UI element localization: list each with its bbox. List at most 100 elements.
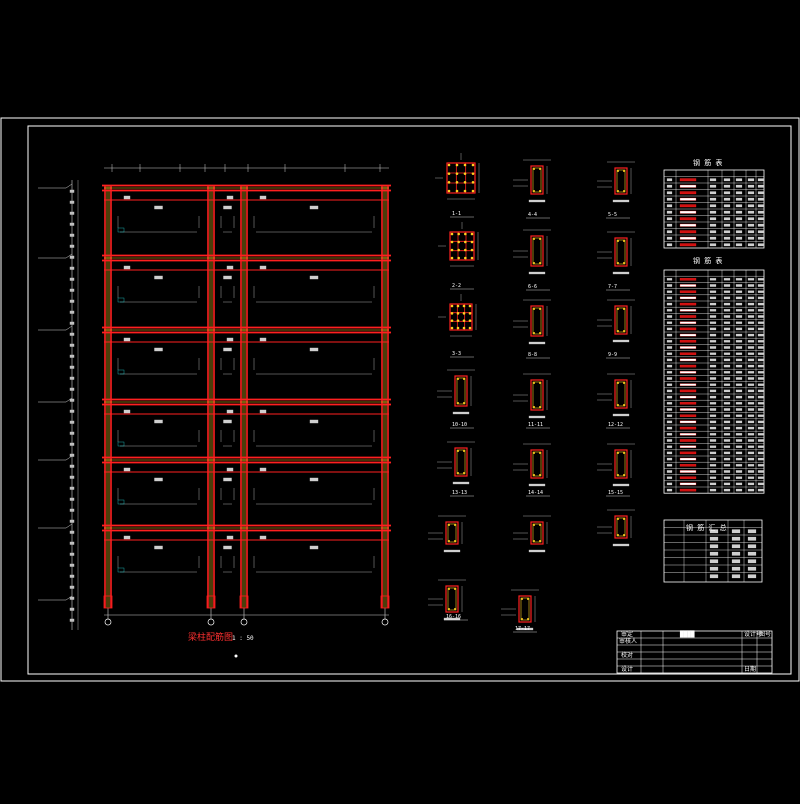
level-dim-tick	[69, 200, 75, 204]
section-bar	[450, 312, 454, 315]
bay-label-3-2	[309, 419, 319, 424]
beam-stirrup	[520, 597, 530, 621]
table-cell-shape	[679, 204, 697, 208]
bay-tag-4-2	[259, 467, 267, 472]
tb-cell-11: 日期	[744, 665, 756, 673]
table-cell-val	[735, 184, 743, 188]
table-cell-val	[723, 352, 731, 355]
table-cell-id	[666, 178, 673, 182]
table-cell-shape	[679, 470, 697, 473]
table-cell-val	[757, 488, 765, 492]
beam-bar	[623, 330, 625, 332]
beam-label-line	[452, 411, 470, 415]
beam-bar	[533, 474, 535, 476]
table-cell-val	[757, 230, 765, 234]
table-cell-val	[747, 321, 755, 324]
beam-bar	[617, 330, 619, 332]
beam-outline	[530, 165, 544, 195]
table-cell-shape	[679, 408, 697, 411]
bay-label-1-1	[223, 275, 232, 280]
table-cell-val	[747, 230, 755, 234]
section-bar	[457, 240, 460, 244]
table-cell-val	[757, 309, 765, 312]
section-bar	[468, 319, 472, 322]
section-label-13: 14-14	[528, 490, 543, 496]
table-cell-id	[666, 191, 673, 195]
table-cell-val	[735, 309, 743, 312]
section-label-4: 5-5	[608, 212, 617, 218]
table-cell-val	[747, 414, 755, 417]
beam-bar	[527, 598, 529, 600]
beam-stirrup	[447, 587, 457, 611]
beam-bar	[457, 450, 459, 452]
table-cell-val	[723, 395, 731, 399]
section-bar	[471, 181, 475, 184]
beam-outline	[445, 521, 459, 545]
section-bar	[447, 163, 451, 167]
table-cell-val	[723, 402, 731, 405]
beam-bar	[623, 382, 625, 384]
level-dim-tick	[69, 310, 75, 314]
level-dim-tick	[69, 189, 75, 193]
table-cell-val	[723, 358, 731, 362]
table-cell-id	[666, 223, 673, 227]
table-cell-val	[735, 346, 743, 349]
table-cell-id	[666, 445, 673, 448]
table-cell-val	[757, 482, 765, 486]
table-cell-id	[666, 476, 673, 479]
level-mark-tick-0	[65, 183, 73, 189]
table-cell-shape	[679, 340, 697, 343]
beam-outline	[614, 305, 628, 335]
table-cell-id	[666, 290, 673, 293]
beam-bar	[533, 452, 535, 454]
section-beam-14	[597, 509, 635, 547]
table-cell-shape	[679, 445, 697, 448]
summary-val	[731, 544, 741, 549]
table-cell-shape	[679, 476, 697, 479]
table-cell-val	[757, 383, 765, 386]
table-cell-val	[735, 414, 743, 417]
section-bar	[450, 240, 454, 244]
section-bar	[463, 181, 467, 184]
table-cell-val	[747, 184, 755, 188]
table-cell-val	[757, 296, 765, 300]
beam-bar	[533, 168, 535, 170]
table-cell-shape	[679, 278, 697, 281]
beam-bar	[539, 238, 541, 240]
table-cell-val	[735, 296, 743, 300]
table-cell-shape	[679, 309, 697, 312]
table-cell-val	[735, 243, 743, 247]
table-cell-val	[735, 327, 743, 331]
beam-bar	[448, 524, 450, 526]
table-cell-val	[709, 217, 717, 221]
table-cell-id	[666, 451, 673, 455]
beam-label-line	[612, 483, 630, 487]
table-cell-val	[723, 488, 731, 492]
level-dim-tick	[69, 387, 75, 391]
level-mark-tick-2	[65, 325, 73, 331]
beam-outline	[530, 305, 544, 337]
table-cell-val	[709, 488, 717, 492]
table-cell-val	[723, 371, 731, 374]
section-label-6: 7-7	[608, 284, 617, 290]
table-cell-val	[735, 210, 743, 214]
table-cell-val	[757, 364, 765, 368]
table-cell-val	[757, 439, 765, 442]
level-dim-tick	[69, 288, 75, 292]
section-bar	[457, 256, 460, 260]
bay-tag-5-2	[259, 535, 267, 540]
level-mark-tick-6	[65, 595, 73, 601]
table-cell-val	[757, 389, 765, 393]
level-dim-tick	[69, 365, 75, 369]
beam-bar	[539, 168, 541, 170]
section-label-16: 17-17	[515, 626, 530, 632]
table-cell-val	[723, 433, 731, 436]
table-cell-shape	[679, 352, 697, 355]
beam-stirrup	[532, 381, 542, 409]
bay-label-2-1	[223, 347, 232, 352]
table-cell-id	[666, 364, 673, 368]
beam-label-line	[528, 199, 546, 203]
level-mark-tick-5	[65, 523, 73, 529]
table-cell-id	[666, 470, 673, 473]
table-cell-shape	[679, 284, 697, 287]
